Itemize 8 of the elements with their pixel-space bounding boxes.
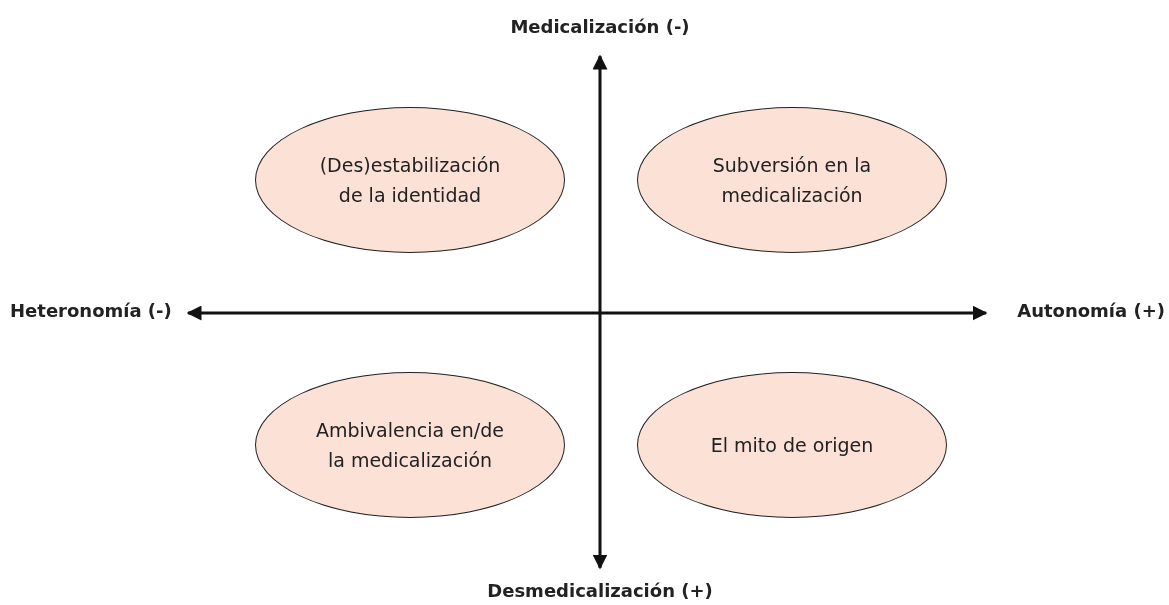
ellipse-text: (Des)estabilización de la identidad [318,153,502,208]
ellipse-text: El mito de origen [709,433,875,458]
ellipse-text: Subversión en la medicalización [711,153,873,208]
ellipse-text: Ambivalencia en/de la medicalización [314,418,505,473]
axis-label: Medicalización (-) [510,16,690,37]
axis-label: Autonomía (+) [1017,300,1165,321]
axis-label: Desmedicalización (+) [487,580,713,601]
axis-label: Heteronomía (-) [10,300,172,321]
